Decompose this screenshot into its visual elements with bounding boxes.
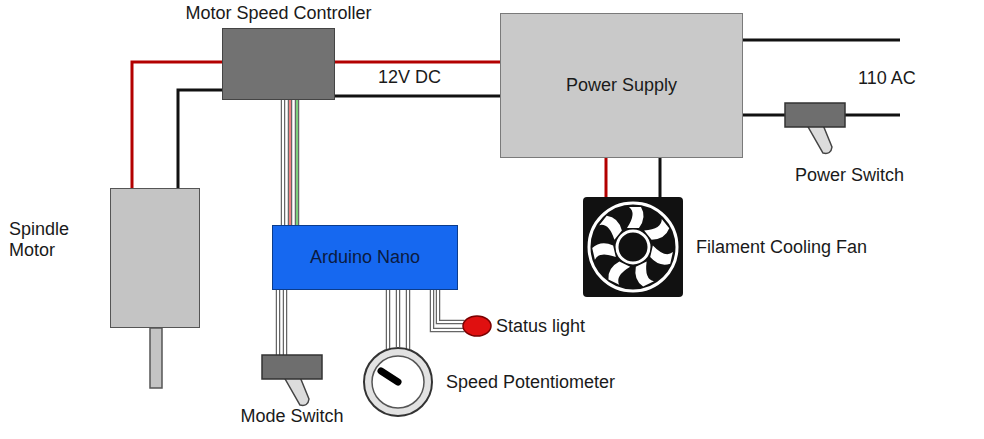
pot-knob (372, 356, 424, 408)
wire (335, 96, 500, 97)
box-label: Power Supply (566, 75, 677, 96)
wire-core (282, 100, 284, 225)
wire-core (289, 100, 291, 225)
wire (283, 100, 284, 225)
box-label: Arduino Nano (310, 247, 420, 268)
wire (606, 158, 607, 197)
part-label: Speed Potentiometer (446, 372, 615, 393)
part-label: Motor Speed Controller (185, 3, 371, 24)
ac-wire (845, 114, 900, 117)
led-symbol (463, 316, 491, 336)
wire-core (387, 290, 389, 349)
fan-blade (649, 245, 673, 266)
wire-sheath (288, 100, 293, 225)
fan-blade (606, 260, 630, 286)
wire (432, 290, 465, 330)
power-switch: Power Switch (785, 103, 845, 127)
status-led: Status light (463, 316, 491, 336)
power-wire (335, 95, 500, 98)
mode-switch: Mode Switch (262, 355, 322, 379)
voltage-label: 12V DC (378, 67, 441, 88)
spindle-motor: Spindle Motor (110, 188, 200, 328)
wire (290, 100, 291, 225)
wire (278, 290, 279, 355)
wire-core (284, 290, 286, 355)
wire-core (296, 100, 298, 225)
wire (398, 290, 399, 347)
wire-core (438, 290, 465, 322)
wire (178, 90, 222, 188)
part-label: Status light (496, 316, 585, 337)
arduino-board: Arduino Nano (272, 225, 458, 290)
wire (285, 290, 286, 355)
fan-frame (583, 197, 683, 297)
part-label: Power Switch (795, 165, 904, 186)
switch-body (785, 103, 845, 127)
switch-lever (807, 125, 832, 153)
part-label: Spindle Motor (9, 219, 95, 260)
pot-pointer (381, 371, 398, 382)
led-lens (463, 316, 491, 336)
power-wire (132, 62, 222, 188)
wire-sheath (281, 100, 286, 225)
fan-ring (589, 203, 677, 291)
power-wire (335, 61, 500, 64)
wire-core (432, 290, 465, 330)
pot-body (364, 348, 432, 416)
fan-blade (592, 241, 616, 262)
fan-symbol (583, 197, 683, 297)
wire (660, 158, 661, 197)
wire-sheath (432, 290, 465, 330)
cooling-fan: Filament Cooling Fan (583, 197, 683, 297)
wire-core (397, 290, 399, 347)
motor-shaft (150, 328, 162, 388)
part-label: Mode Switch (240, 406, 343, 427)
wire-sheath (438, 290, 465, 322)
pot-symbol (363, 347, 433, 417)
power-supply: Power Supply (500, 13, 743, 158)
wire-sheath (283, 290, 288, 355)
fan-blade (632, 262, 656, 288)
wire-sheath (295, 100, 300, 225)
power-wire (659, 158, 662, 197)
power-wire (605, 158, 608, 197)
switch-symbol (262, 355, 322, 379)
potentiometer: Speed Potentiometer (363, 347, 433, 417)
wire-core (277, 290, 279, 355)
wire-sheath (396, 290, 401, 347)
fan-blade (627, 207, 644, 228)
wire-sheath (276, 290, 281, 355)
wire (388, 290, 389, 349)
wire-core (407, 290, 409, 349)
wire (132, 62, 222, 188)
mains-label: 110 AC (858, 68, 916, 89)
wire (408, 290, 409, 349)
switch-body (262, 355, 322, 379)
wire (335, 62, 500, 63)
switch-symbol (785, 103, 845, 127)
wire-sheath (406, 290, 411, 349)
part-label: Filament Cooling Fan (696, 237, 867, 258)
wire (743, 115, 785, 116)
ac-wire (743, 39, 900, 42)
wire (297, 100, 298, 225)
power-wire (178, 90, 222, 188)
wire (438, 290, 465, 322)
wire-sheath (386, 290, 391, 349)
speed-controller: Motor Speed Controller (222, 28, 335, 100)
fan-hub (617, 231, 649, 263)
power-wire (743, 114, 785, 117)
switch-lever (284, 377, 309, 405)
